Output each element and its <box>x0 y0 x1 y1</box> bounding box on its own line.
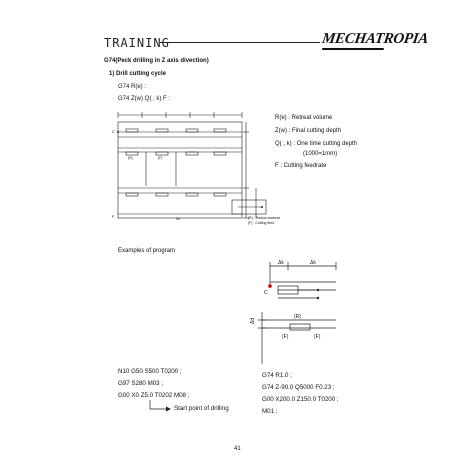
start-point-note: Start point of drilling <box>174 405 229 412</box>
code-line-1: N10 G50 S500 T0200 ; <box>118 368 182 375</box>
diagram1-label-w: W <box>176 216 180 221</box>
diagram1-label-c: C <box>112 129 115 134</box>
code-line-4: G74 R1.0 ; <box>262 372 292 379</box>
logo-swoosh <box>322 48 384 50</box>
header-title: TRAINING <box>104 36 170 50</box>
diagram2-delta-k-1: Δk <box>278 260 284 266</box>
format-line-2: G74 Z(w) Q( ; k) F : <box>118 96 170 102</box>
section-subheading: 1) Drill cutting cycle <box>109 71 167 77</box>
diagram2-label-r: (R) <box>294 314 301 320</box>
code-line-5: G74 Z-90.0 Q5000 F0.23 ; <box>262 384 335 391</box>
legend-cut-depth-unit: (1000=1mm) <box>303 151 338 157</box>
diagram2-delta-k-2: Δk <box>310 260 316 266</box>
code-line-3: G00 X0 Z5.0 T0202 M08 ; <box>118 392 190 399</box>
format-line-1: G74 R(e) : <box>118 84 147 90</box>
code-line-2: G97 S280 M03 ; <box>118 380 164 387</box>
diagram2-label-f1: (F) <box>282 334 289 340</box>
diagram2-label-f2: (F) <box>314 334 321 340</box>
page-number: 41 <box>234 446 241 452</box>
diagram1-note-radius: (R) : Radius traverse <box>248 216 281 220</box>
diagram1-label-r: (R) <box>128 156 133 160</box>
diagram1-label-f-upper: (F) <box>158 156 163 160</box>
section-heading: G74(Peck drilling in Z axis divection) <box>104 58 209 64</box>
diagram2-label-c: C <box>264 290 268 296</box>
legend-final-depth: Z(w) : Final cutting depth <box>275 128 342 134</box>
legend-retreat: R(e) : Retreat volume <box>275 115 333 121</box>
diagram1-label-f: F <box>112 214 115 219</box>
code-line-6: G00 X200.0 Z150.0 T0200 ; <box>262 396 339 403</box>
header-rule <box>160 42 320 43</box>
legend-feedrate: F : Cutting feedrate <box>275 163 327 169</box>
diagram1-note-feed: (F) : Cutting feed <box>248 221 275 225</box>
legend-cut-depth: Q( ; k) : One time cutting depth <box>275 141 358 147</box>
code-line-7: M01 ; <box>262 408 278 415</box>
examples-label: Examples of program <box>118 248 176 254</box>
